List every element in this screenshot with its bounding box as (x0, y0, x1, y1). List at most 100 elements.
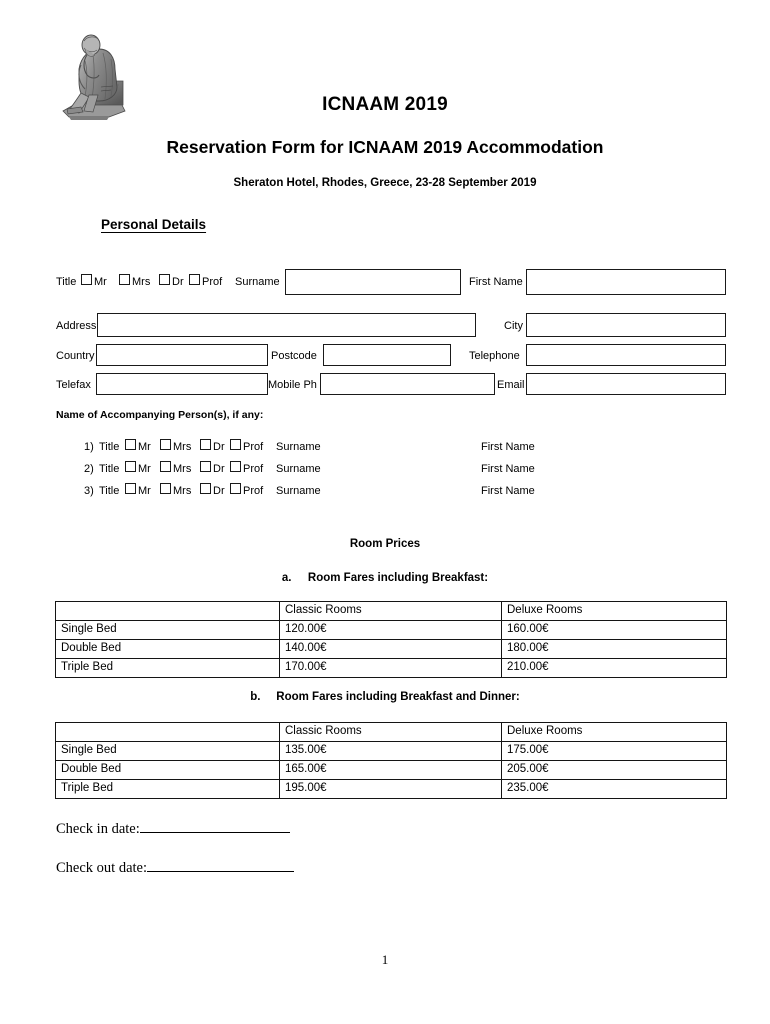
mobile-label: Mobile Ph (268, 379, 317, 391)
accompanying-3-option-dr: Dr (213, 485, 225, 497)
accompanying-1-checkbox-mrs[interactable] (160, 439, 171, 450)
country-label: Country (56, 350, 95, 362)
price-classic-double: 165.00€ (279, 760, 502, 780)
table-header-cell-classic: Classic Rooms (279, 601, 502, 621)
accompanying-1-option-prof: Prof (243, 441, 264, 453)
row-label-triple: Triple Bed (55, 779, 280, 799)
title-option-mrs: Mrs (132, 276, 151, 288)
check-out-label: Check out date: (56, 860, 148, 876)
price-deluxe-single: 160.00€ (501, 620, 727, 640)
title-option-prof: Prof (202, 276, 223, 288)
price-table-breakfast: Classic Rooms Deluxe Rooms Single Bed 12… (55, 601, 727, 678)
address-input[interactable] (97, 313, 476, 337)
table-row: Triple Bed 195.00€ 235.00€ (55, 779, 727, 799)
price-deluxe-double: 205.00€ (501, 760, 727, 780)
address-label: Address (56, 320, 97, 332)
page-title: ICNAAM 2019 (322, 94, 448, 115)
table-header-cell-blank (55, 601, 280, 621)
telephone-input[interactable] (526, 344, 726, 366)
check-in-blank[interactable] (139, 819, 290, 833)
price-classic-single: 120.00€ (279, 620, 502, 640)
title-checkbox-prof[interactable] (189, 274, 200, 285)
accompanying-1-checkbox-prof[interactable] (230, 439, 241, 450)
table-row: Single Bed 135.00€ 175.00€ (55, 741, 727, 761)
accompanying-title-label-3: Title (99, 485, 120, 497)
check-in-label: Check in date: (56, 821, 140, 837)
accompanying-3-option-mr: Mr (138, 485, 151, 497)
personal-details-heading: Personal Details (101, 217, 207, 232)
postcode-input[interactable] (323, 344, 451, 366)
check-in-line: Check in date: (56, 819, 290, 838)
surname-input[interactable] (285, 269, 461, 295)
table-header-row: Classic Rooms Deluxe Rooms (55, 601, 727, 621)
surname-label: Surname (235, 276, 280, 288)
accompanying-2-surname-label: Surname (276, 463, 321, 475)
accompanying-3-checkbox-mrs[interactable] (160, 483, 171, 494)
first-name-input[interactable] (526, 269, 726, 295)
fares-b-text: Room Fares including Breakfast and Dinne… (276, 691, 520, 703)
accompanying-index-2: 2) (84, 463, 94, 475)
accompanying-row-2: 2) Title Mr Mrs Dr Prof Surname First Na… (0, 461, 770, 480)
city-label: City (504, 320, 523, 332)
accompanying-2-option-mr: Mr (138, 463, 151, 475)
accompanying-1-checkbox-dr[interactable] (200, 439, 211, 450)
telefax-input[interactable] (96, 373, 268, 395)
fares-a-caption: a. Room Fares including Breakfast: (0, 572, 770, 584)
price-classic-triple: 195.00€ (279, 779, 502, 799)
accompanying-3-option-mrs: Mrs (173, 485, 192, 497)
telephone-label: Telephone (469, 350, 520, 362)
accompanying-3-option-prof: Prof (243, 485, 264, 497)
row-label-double: Double Bed (55, 760, 280, 780)
table-header-cell-deluxe: Deluxe Rooms (501, 601, 727, 621)
email-label: Email (497, 379, 525, 391)
venue-line: Sheraton Hotel, Rhodes, Greece, 23-28 Se… (233, 177, 537, 189)
accompanying-2-checkbox-mrs[interactable] (160, 461, 171, 472)
price-table-breakfast-dinner: Classic Rooms Deluxe Rooms Single Bed 13… (55, 722, 727, 799)
accompanying-title-label-1: Title (99, 441, 120, 453)
title-checkbox-mr[interactable] (81, 274, 92, 285)
title-option-dr: Dr (172, 276, 184, 288)
price-deluxe-triple: 210.00€ (501, 658, 727, 678)
table-row: Double Bed 140.00€ 180.00€ (55, 639, 727, 659)
check-out-blank[interactable] (147, 858, 295, 872)
title-option-mr: Mr (94, 276, 107, 288)
accompanying-row-1: 1) Title Mr Mrs Dr Prof Surname First Na… (0, 439, 770, 458)
table-header-cell-deluxe: Deluxe Rooms (501, 722, 727, 742)
price-classic-single: 135.00€ (279, 741, 502, 761)
table-header-cell-blank (55, 722, 280, 742)
title-checkbox-dr[interactable] (159, 274, 170, 285)
check-out-line: Check out date: (56, 858, 295, 877)
price-deluxe-single: 175.00€ (501, 741, 727, 761)
postcode-label: Postcode (271, 350, 317, 362)
page-subtitle: Reservation Form for ICNAAM 2019 Accommo… (166, 137, 604, 157)
accompanying-2-checkbox-prof[interactable] (230, 461, 241, 472)
row-label-single: Single Bed (55, 620, 280, 640)
accompanying-3-checkbox-dr[interactable] (200, 483, 211, 494)
table-row: Triple Bed 170.00€ 210.00€ (55, 658, 727, 678)
country-input[interactable] (96, 344, 268, 366)
fares-a-marker: a. (281, 572, 292, 584)
fares-a-text: Room Fares including Breakfast: (307, 572, 489, 584)
price-deluxe-triple: 235.00€ (501, 779, 727, 799)
accompanying-1-option-mrs: Mrs (173, 441, 192, 453)
accompanying-1-option-mr: Mr (138, 441, 151, 453)
title-checkbox-mrs[interactable] (119, 274, 130, 285)
first-name-label: First Name (469, 276, 523, 288)
accompanying-2-checkbox-dr[interactable] (200, 461, 211, 472)
accompanying-3-checkbox-mr[interactable] (125, 483, 136, 494)
row-label-single: Single Bed (55, 741, 280, 761)
accompanying-index-3: 3) (84, 485, 94, 497)
row-label-double: Double Bed (55, 639, 280, 659)
fares-b-marker: b. (250, 691, 261, 703)
accompanying-title-label-2: Title (99, 463, 120, 475)
email-input[interactable] (526, 373, 726, 395)
accompanying-2-option-mrs: Mrs (173, 463, 192, 475)
accompanying-1-checkbox-mr[interactable] (125, 439, 136, 450)
mobile-input[interactable] (320, 373, 495, 395)
philosopher-logo-icon (57, 31, 131, 123)
accompanying-2-first-name-label: First Name (481, 463, 535, 475)
accompanying-2-checkbox-mr[interactable] (125, 461, 136, 472)
city-input[interactable] (526, 313, 726, 337)
accompanying-3-checkbox-prof[interactable] (230, 483, 241, 494)
